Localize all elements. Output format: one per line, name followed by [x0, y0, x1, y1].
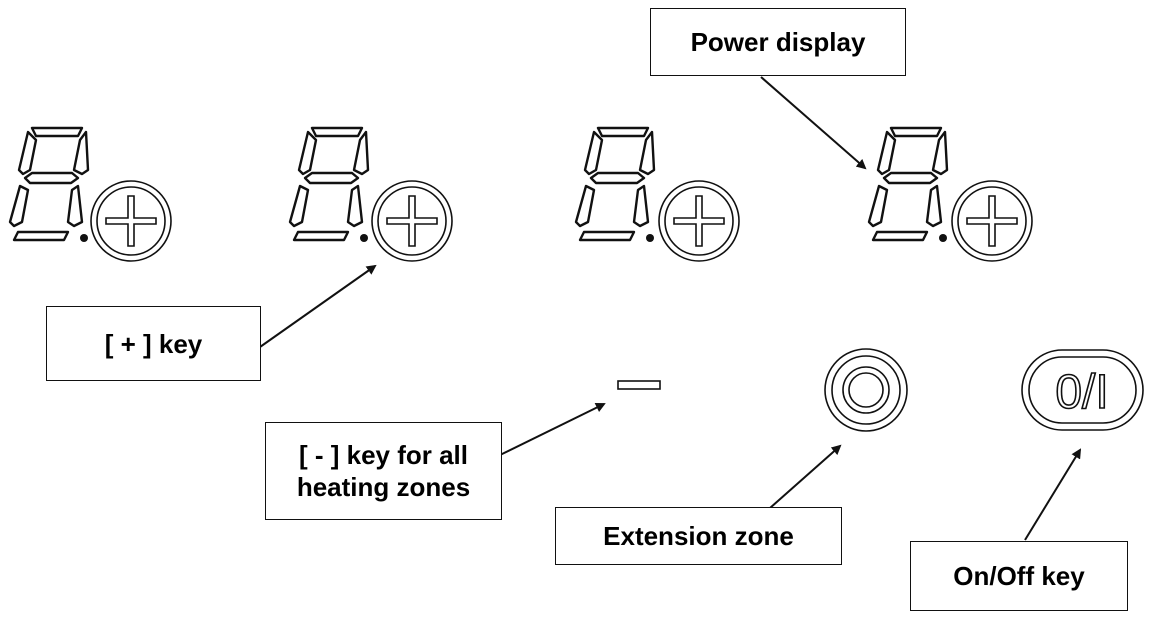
extension-zone-label: Extension zone	[603, 521, 794, 551]
digit-display-icon-3	[574, 126, 656, 244]
extension-zone-callout: Extension zone	[555, 507, 842, 565]
on-off-key-icon[interactable]: 0/I	[1021, 349, 1144, 431]
plus-key-label: [ + ] key	[104, 328, 203, 359]
arrow-plus-key	[259, 264, 377, 348]
power-display-label: Power display	[690, 27, 866, 57]
minus-key-callout: [ - ] key for all heating zones	[265, 422, 502, 520]
digit-display-icon-4	[867, 126, 949, 244]
arrow-minus-key	[499, 403, 606, 456]
digit-display-icon-1	[8, 126, 90, 244]
plus-key-icon-2[interactable]	[371, 180, 453, 262]
on-off-key-label-callout: On/Off key	[953, 561, 1085, 591]
arrow-on-off-key	[1024, 448, 1082, 541]
on-off-key-callout: On/Off key	[910, 541, 1128, 611]
plus-key-icon-4[interactable]	[951, 180, 1033, 262]
arrow-extension-zone	[769, 444, 842, 509]
on-off-key-label: 0/I	[1055, 366, 1108, 419]
minus-key-icon[interactable]	[617, 380, 661, 390]
digit-display-icon-2	[288, 126, 370, 244]
plus-key-icon-1[interactable]	[90, 180, 172, 262]
arrow-power-display	[760, 76, 867, 170]
power-display-callout: Power display	[650, 8, 906, 76]
minus-key-label-line1: [ - ] key for all	[298, 440, 469, 470]
double-circle-icon[interactable]	[824, 348, 908, 432]
minus-key-label-line2: heating zones	[296, 472, 471, 502]
plus-key-icon-3[interactable]	[658, 180, 740, 262]
plus-key-callout: [ + ] key	[46, 306, 261, 381]
